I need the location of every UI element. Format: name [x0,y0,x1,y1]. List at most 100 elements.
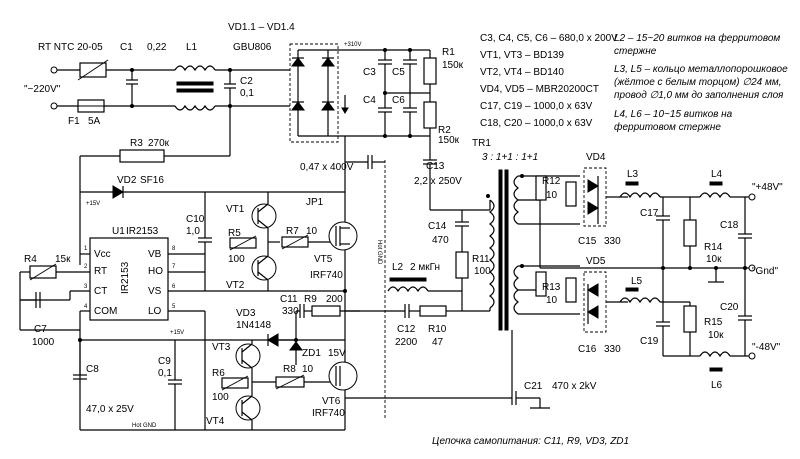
vd5-label: VD5 [586,256,606,267]
u1-pin-ho: HO [148,266,163,277]
tr1-core-left [498,169,503,331]
c1-value: 0,22 [147,42,167,53]
c16-label: C16 [578,344,597,355]
tr1-ratio: 3 : 1+1 : 1+1 [482,152,538,163]
bridge-outline [289,43,339,143]
vt5-part: IRF740 [310,270,343,281]
c15-label: C15 [578,236,597,247]
note-left-6: C18, C20 – 1000,0 x 63V [480,118,593,129]
note-left-1: C3, C4, C5, C6 – 680,0 x 200V [480,33,618,44]
tr1-label: TR1 [472,138,491,149]
c17-label: C17 [640,208,659,219]
u1-pin2-num: 2 [84,264,88,270]
r4-value: 15к [55,254,71,265]
plus15-label-a: +15V [86,201,100,207]
c8-label: C8 [86,364,99,375]
r5-value: 100 [228,254,245,265]
c21-value: 470 x 2kV [552,381,597,392]
ac-input-label: "~220V" [24,84,61,95]
note-right-1: L2 – 15~20 витков на ферритовом [614,33,781,44]
low-side-driver: C11 330 R9 200 VD3 1N4148 ZD1 15V VT3 VT… [204,291,360,431]
bridge-rectifier: VD1.1 – VD1.4 GBU806 +310V [228,22,430,143]
c15-value: 330 [604,236,621,247]
c14-label: C14 [428,221,447,232]
r6-label: R6 [212,368,225,379]
c10-label: C10 [186,214,205,225]
vt6-mosfet [328,361,358,391]
out-minus48-label: "-48V" [752,342,781,353]
l4-coil [699,192,731,199]
f1-value: 5A [88,116,101,127]
hot-gnd-label-b: Hot GND [132,423,157,429]
vd4-label: VD4 [586,152,606,163]
jp1-label: JP1 [306,197,324,208]
l2-value: 2 мкГн [410,262,440,273]
r3-resistor [119,149,165,163]
zd1-value: 15V [328,348,346,359]
u1-label: U1 [112,226,125,237]
hot-gnd-label: Hot GND [376,240,382,265]
tr1-secondary-1 [513,175,519,225]
primary-circuit: C12 2200 R10 47 L2 2 мкГн R11 100 C14 47… [345,136,597,409]
vd2-part: SF16 [140,175,164,186]
r6-value: 100 [212,392,229,403]
note-right-3: L3, L5 – кольцо металлопорошковое [614,64,788,75]
c16-value: 330 [604,344,621,355]
vt5-mosfet [328,221,358,251]
l1-coil-top [174,65,216,72]
r2-value: 150к [438,135,460,146]
u1-pin-vb: VB [148,249,162,260]
r9-label: R9 [304,294,317,305]
out-gnd-label: "Gnd" [752,266,778,277]
r14-value: 10к [706,254,722,265]
tr1-primary-winding [489,199,495,309]
c2-label: C2 [240,76,253,87]
c20-label: C20 [720,302,739,313]
l5-coil [619,297,661,304]
u1-pin5-num: 5 [172,304,176,310]
u1-pin-com: COM [94,306,117,317]
c13-label: C13 [426,161,445,172]
u1-pin6-num: 6 [172,284,176,290]
u1-pin7-num: 7 [172,264,176,270]
u1-chip-marking: IR2153 [120,261,131,294]
u1-pin8-num: 8 [172,246,176,252]
note-right-6: L4, L6 – 10~15 витков на [614,109,733,120]
vd4-package [583,167,607,227]
note-right-2: стержне [614,46,657,57]
note-left-4: VD4, VD5 – MBR20200CT [480,84,599,95]
note-left-3: VT2, VT4 – BD140 [480,67,564,78]
note-right-5: провод ∅1,0 мм до заполнения слоя [614,90,784,101]
r1-label: R1 [442,47,455,58]
high-side-driver: VT1 VT2 R5 100 R7 10 JP1 VT5 IRF740 0,4 [226,155,386,420]
self-power-note: Цепочка самопитания: C11, R9, VD3, ZD1 [432,436,629,447]
r12-resistor [535,175,547,201]
f1-label: F1 [68,116,80,127]
c18-label: C18 [720,220,739,231]
secondary-lower: R13 10 C16 330 VD5 L5 C19 R15 10к L6 "-4… [518,256,781,391]
c047-label: 0,47 x 400V [300,162,354,173]
r15-resistor [683,305,697,333]
c16-capacitor [565,277,577,303]
l2-label: L2 [392,262,404,273]
note-right-4: (жёлтое с белым торцом) ∅24 мм, [614,77,782,88]
c19-label: C19 [640,336,659,347]
c8-value: 47,0 x 25V [86,404,134,415]
r15-value: 10к [708,330,724,341]
c21-label: C21 [524,381,543,392]
secondary-ground: "Gnd" [539,242,778,283]
r12-label: R12 [542,176,561,187]
u1-pin1-num: 1 [84,246,88,252]
u1-pin-rt: RT [94,266,107,277]
bridge-label: VD1.1 – VD1.4 [228,22,295,33]
bridge-part: GBU806 [233,42,272,53]
vd3-diode [267,333,279,347]
driver-section: R3 270к VD2 SF16 +15V U1 IR2153 Vcc RT C… [19,106,345,431]
c11-label: C11 [280,294,298,305]
zd1-label: ZD1 [302,348,321,359]
r13-resistor [535,271,547,297]
vt1-label: VT1 [226,204,245,215]
note-left-5: C17, C19 – 1000,0 x 63V [480,101,593,112]
u1-chip [89,237,169,321]
